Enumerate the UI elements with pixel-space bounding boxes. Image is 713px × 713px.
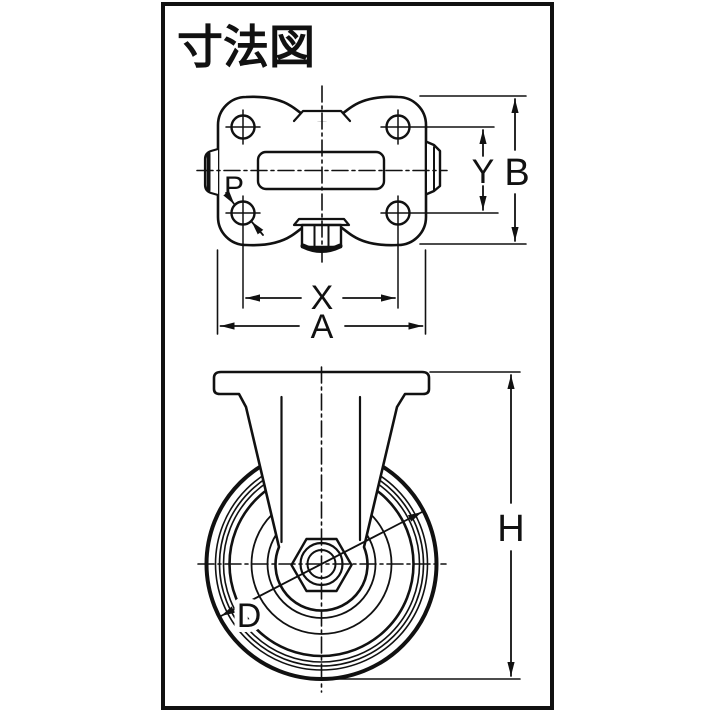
hole-crosshairs: [225, 109, 499, 309]
dim-y: Y: [472, 129, 495, 211]
dim-b: B: [419, 95, 530, 245]
dim-label-d: D: [237, 597, 262, 635]
dim-x: X: [245, 279, 396, 317]
front-view: D H: [197, 366, 525, 693]
top-view-centerlines: [196, 85, 448, 263]
dim-label-h: H: [497, 508, 524, 550]
top-view: P Y B X A: [196, 85, 530, 346]
dim-label-x: X: [311, 279, 334, 317]
dim-label-b: B: [504, 152, 529, 194]
dim-label-y: Y: [472, 153, 495, 191]
bolt-holes: [225, 109, 499, 309]
dim-label-p: P: [224, 171, 244, 204]
dim-p: P: [223, 171, 264, 236]
dim-a: A: [216, 249, 427, 346]
dim-d: D: [220, 511, 423, 640]
page-title: 寸法図: [177, 21, 315, 73]
dim-h: H: [320, 371, 525, 680]
dim-label-a: A: [311, 308, 334, 346]
